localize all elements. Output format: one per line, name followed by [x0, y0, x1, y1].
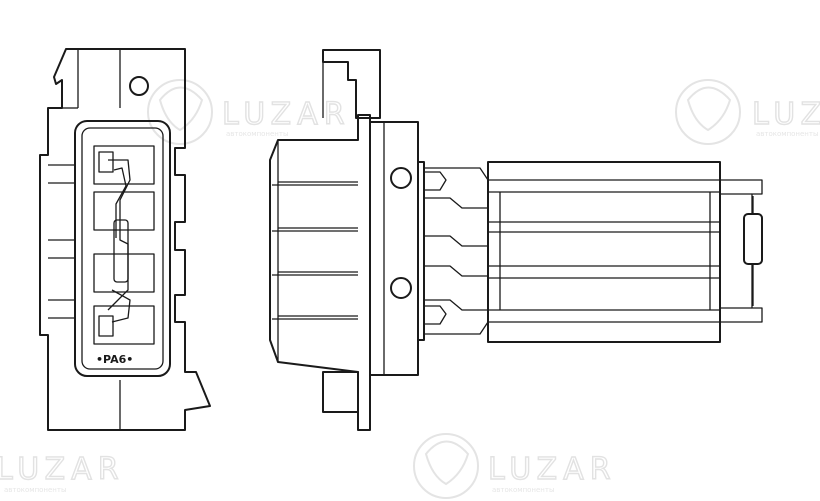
- watermark-top-right: LUZAR автокомпоненты: [675, 79, 820, 145]
- resistor-side-view: [269, 49, 763, 431]
- watermark-brand-text: LUZAR: [488, 452, 617, 487]
- mounting-hole: [390, 167, 412, 189]
- watermark-tagline-text: автокомпоненты: [756, 130, 819, 138]
- mounting-hole: [390, 277, 412, 299]
- watermark-brand-text: LUZAR: [0, 452, 125, 487]
- watermark-brand-text: LUZAR: [752, 97, 820, 132]
- connector-front-view: •PA6•: [39, 48, 211, 431]
- watermark-bottom-left: LUZAR автокомпоненты: [0, 451, 125, 494]
- watermark-bottom-center: LUZAR автокомпоненты: [413, 433, 617, 499]
- watermark-tagline-text: автокомпоненты: [492, 486, 555, 494]
- watermark-tagline-text: автокомпоненты: [226, 130, 289, 138]
- watermark-tagline-text: автокомпоненты: [4, 486, 67, 494]
- heat-sink-body: [487, 161, 721, 343]
- terminal-cavities: [93, 145, 155, 345]
- connector-shroud: [74, 120, 171, 377]
- lynx-head-icon: [675, 79, 741, 145]
- lynx-head-icon: [147, 79, 213, 145]
- thermal-fuse: [743, 213, 763, 265]
- lynx-head-icon: [413, 433, 479, 499]
- connector-marking-label: •PA6•: [96, 353, 133, 366]
- watermark-brand-text: LUZAR: [222, 97, 351, 132]
- mounting-hole: [129, 76, 149, 96]
- watermark-top-center: LUZAR автокомпоненты: [147, 79, 351, 145]
